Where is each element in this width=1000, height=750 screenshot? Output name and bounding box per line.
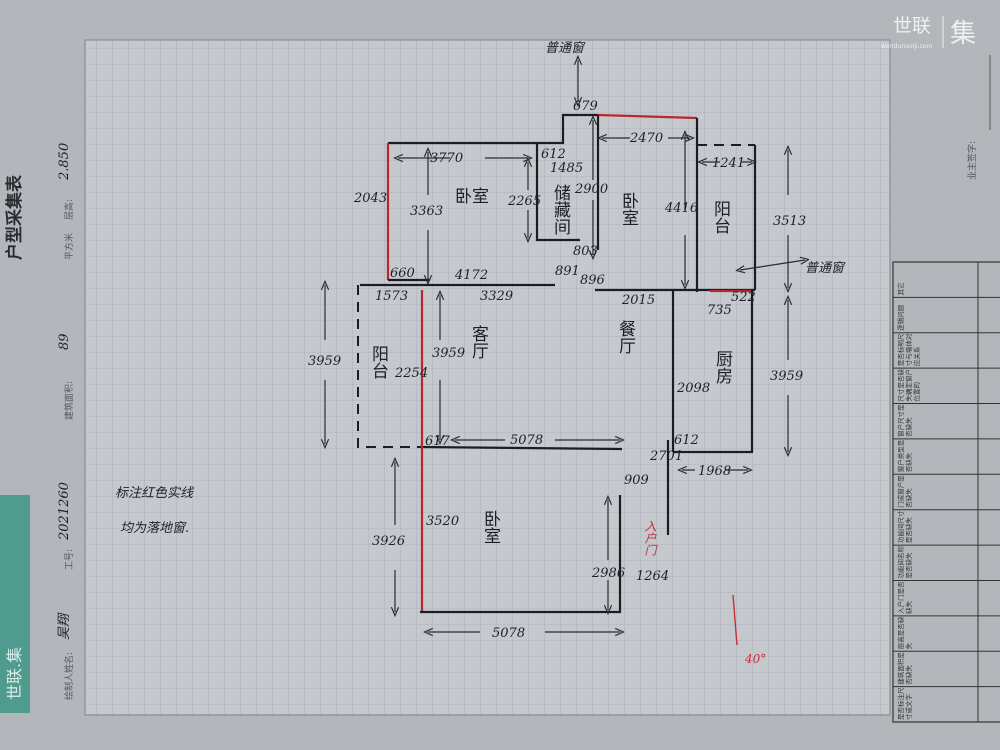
checklist-item: 逻辑问题 [896,304,905,331]
dim-909: 909 [624,473,649,488]
room-label-entrance: 入户门 [642,520,657,556]
legend-note-line-2: 均为落地窗. [120,521,189,536]
dimension-lines [325,60,805,632]
dim-2098: 2098 [676,381,710,396]
room-label-dining: 餐厅 [615,320,636,354]
form-title: 户型采集表 [4,174,25,260]
checklist-item: 建筑面积是否缺失 [896,652,913,685]
room-label-bedroom-ne: 卧室 [618,192,638,226]
dim-3959-left: 3959 [308,354,341,369]
dim-803: 803 [573,244,598,259]
watermark-mark: 集 [950,19,976,49]
job-no-label: 工号: [64,549,75,570]
dim-2015: 2015 [621,293,655,308]
area-unit: 平方米 [63,233,75,260]
checklist-item: 其它 [896,282,905,295]
walls [357,113,757,614]
room-label-bedroom-s: 卧室 [480,510,500,544]
checklist-item: 层高是否缺失 [896,616,913,649]
dim-679: 679 [573,99,598,114]
floor-height-value: 2.850 [57,143,72,181]
room-label-kitchen: 厨房 [712,350,733,385]
checklist-item: 是否标注尺寸或文字 [896,687,913,720]
area-value: 89 [57,333,72,350]
room-label-storage: 储藏间 [550,184,571,236]
dim-612-b: 612 [674,433,699,448]
dim-5078-top: 5078 [510,433,543,448]
dim-660: 660 [390,266,415,281]
dim-1241: 1241 [712,156,745,171]
checklist-item: 是否标明尺寸与墙体对应关系 [896,333,921,366]
watermark-url: worldunionji.com [881,43,932,50]
dim-2986: 2986 [591,566,625,581]
dim-1968: 1968 [698,464,731,479]
legend-note-line-1: 标注红色实线 [115,485,194,501]
dim-2470: 2470 [629,131,663,146]
dim-4416: 4416 [664,201,698,216]
dim-2043: 2043 [353,191,387,206]
dim-3329: 3329 [480,289,513,304]
dim-522: 522 [731,290,756,305]
job-no-value: 2021260 [57,482,72,541]
dim-617: 617 [425,434,451,449]
dim-5078-bottom: 5078 [492,626,525,641]
surveyor-value: 吴翔 [57,612,72,640]
dim-3513: 3513 [773,214,806,229]
dim-3363: 3363 [410,204,443,219]
checklist-item: 门或窗户是否缺失 [896,475,913,508]
checklist-item: 功能间尺寸是否缺失 [896,510,913,543]
owner-signature-label: 业主签字: [966,141,978,180]
dim-3520: 3520 [426,514,459,529]
dim-4172: 4172 [454,268,488,283]
checklist-item: 入户门是否缺失 [896,581,913,614]
dim-735: 735 [707,303,732,318]
dim-2254: 2254 [394,366,428,381]
window-note-right: 普通窗 [805,261,846,276]
brand-strip-text: 世联.集 [5,647,24,700]
dim-2265: 2265 [507,194,541,209]
checklist-item: 窗户类型是否缺失 [896,439,913,472]
brand-strip [0,495,30,713]
area-label: 建筑面积: [63,381,75,420]
dim-1485: 1485 [550,161,583,176]
checklist-item: 功能间名称是否缺失 [896,545,913,578]
checklist-item: 尺寸是否缺失确定窗户位置的 [896,369,921,402]
checklist-table: 其它逻辑问题是否标明尺寸与墙体对应关系尺寸是否缺失确定窗户位置的窗户尺寸是否缺失… [892,261,1000,723]
dim-3770: 3770 [430,151,463,166]
dim-1573: 1573 [375,289,408,304]
surveyor-label: 绘制人姓名: [63,652,75,700]
room-label-balcony-w: 阳台 [368,345,388,379]
room-label-living: 客厅 [468,325,489,359]
dim-896: 896 [580,273,605,288]
dimension-labels: 679 2470 3770 612 1485 1241 2043 3363 22… [308,99,806,641]
dim-3959-right: 3959 [770,369,803,384]
dim-3926: 3926 [372,534,405,549]
dim-2900: 2900 [574,182,608,197]
dim-1264: 1264 [636,569,669,584]
dim-2701: 2701 [649,449,683,464]
dim-612-a: 612 [541,147,566,162]
checklist-item: 窗户尺寸是否缺失 [896,404,913,437]
window-note-top: 普通窗 [545,41,586,56]
orientation-angle: 40° [744,652,766,666]
dim-3959-living: 3959 [432,346,465,361]
room-label-bedroom-nw: 卧室 [455,187,489,207]
room-label-balcony-ne: 阳台 [710,200,730,234]
watermark-logo: 世联 [893,15,931,37]
floor-height-label: 层高: [63,199,75,220]
dim-891: 891 [555,264,580,279]
